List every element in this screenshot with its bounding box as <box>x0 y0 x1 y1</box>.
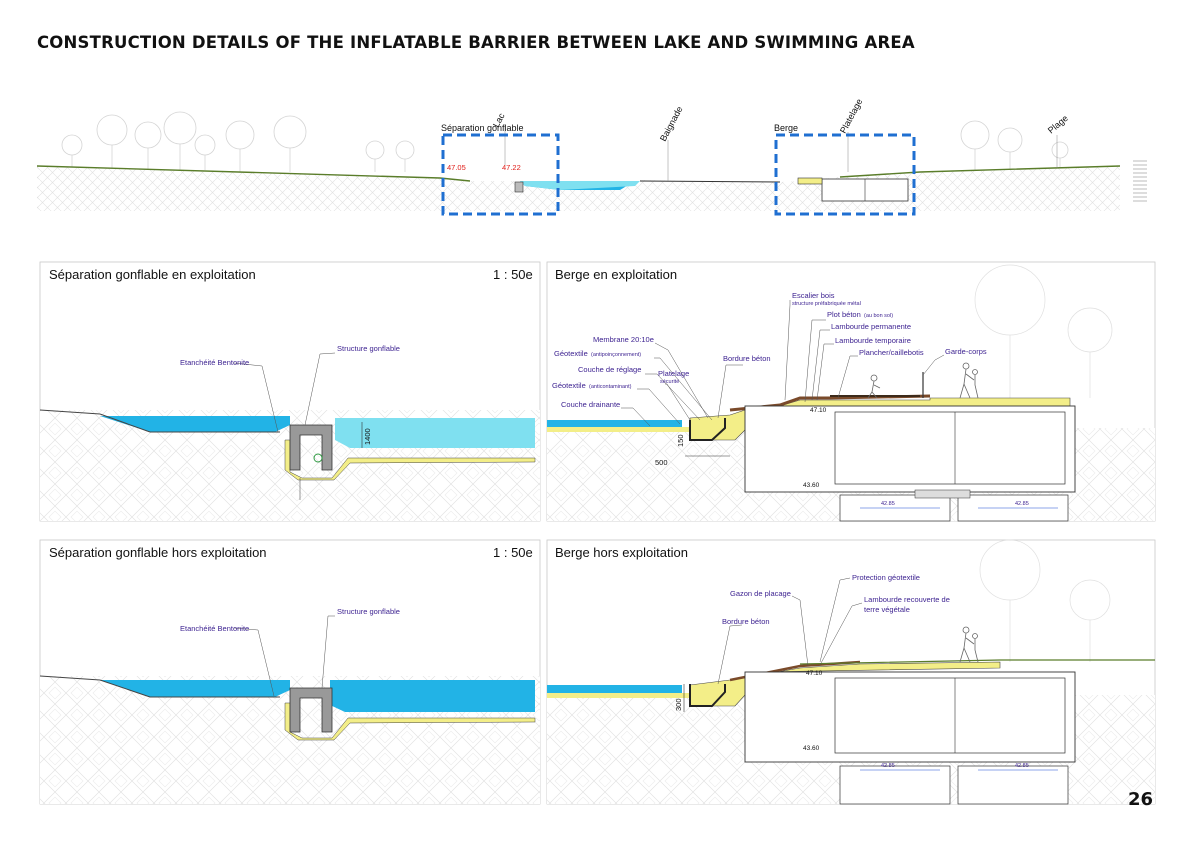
separation-label: Séparation gonflable <box>441 123 524 133</box>
dim-300: 300 <box>674 698 683 711</box>
label-lambourde-permanente: Lambourde permanente <box>831 322 911 331</box>
label-platelage-sub: sécurité <box>660 379 679 385</box>
panel-separation-exploitation: 1400 Séparation gonflable en exploitatio… <box>39 261 541 522</box>
panel-separation-hors-exploitation: Séparation gonflable hors exploitation 1… <box>39 539 541 805</box>
level-42-85-b: 42.85 <box>1015 763 1029 769</box>
dim-150: 150 <box>676 434 685 447</box>
label-platelage: Platelage <box>658 369 689 378</box>
label-bordure: Bordure béton <box>723 354 771 363</box>
label-bentonite: Etanchéité Bentonite <box>180 358 249 367</box>
person-icon <box>959 626 979 663</box>
label-geotextile-cont-sub: (anticontaminant) <box>589 384 632 390</box>
level-47-05: 47.05 <box>447 163 466 172</box>
label-geotextile-anti-sub: (antipoinçonnement) <box>591 352 641 358</box>
panel-berge-hors-exploitation: 300 47.10 43.60 42.85 42.85 Berge hors e… <box>546 539 1156 805</box>
level-42-85-b: 42.85 <box>1015 501 1029 507</box>
berge-label: Berge <box>774 123 798 133</box>
page-number: 26 <box>1128 789 1154 810</box>
label-lambourde-temporaire: Lambourde temporaire <box>835 336 911 345</box>
label-plot: Plot béton <box>827 310 861 319</box>
label-gardecorps: Garde-corps <box>945 347 987 356</box>
level-47-10: 47.10 <box>806 670 823 677</box>
platelage-label: Platelage <box>838 97 864 135</box>
label-structure-gonflable: Structure gonflable <box>337 607 400 616</box>
label-plot-sub: (au bon sol) <box>864 313 893 319</box>
detail-frame-berge[interactable] <box>774 133 916 216</box>
label-lambourde-2: terre végétale <box>864 605 910 614</box>
label-escalier-sub: structure préfabriquée métal <box>792 301 861 307</box>
panel-title: Berge hors exploitation <box>555 545 688 560</box>
tree-icon <box>61 111 1069 172</box>
baignade-label: Baignade <box>658 105 685 143</box>
detail-frame-separation[interactable] <box>441 133 560 216</box>
dim-1400: 1400 <box>363 428 372 445</box>
label-structure-gonflable: Structure gonflable <box>337 344 400 353</box>
level-47-10: 47.10 <box>810 407 827 414</box>
level-42-85-a: 42.85 <box>881 763 895 769</box>
label-geotextile-cont: Géotextile <box>552 381 586 390</box>
label-lambourde: Lambourde recouverte de <box>864 595 950 604</box>
panel-title: Séparation gonflable en exploitation <box>49 267 256 282</box>
label-escalier: Escalier bois <box>792 291 835 300</box>
label-bentonite: Etanchéité Bentonite <box>180 624 249 633</box>
panel-title: Séparation gonflable hors exploitation <box>49 545 267 560</box>
panel-scale: 1 : 50e <box>493 545 533 560</box>
dim-500: 500 <box>655 458 668 467</box>
label-couche-reglage: Couche de réglage <box>578 365 641 374</box>
label-protection-geotextile: Protection géotextile <box>852 573 920 582</box>
label-plancher: Plancher/caillebotis <box>859 348 924 357</box>
panel-scale: 1 : 50e <box>493 267 533 282</box>
level-43-60: 43.60 <box>803 482 820 489</box>
label-geotextile-anti: Géotextile <box>554 349 588 358</box>
overview-section: Lac Baignade Platelage Plage Séparation … <box>36 97 1147 216</box>
label-membrane: Membrane 20:10e <box>593 335 654 344</box>
plage-label: Plage <box>1046 113 1070 135</box>
level-47-22: 47.22 <box>502 163 521 172</box>
level-42-85-a: 42.85 <box>881 501 895 507</box>
person-icon <box>867 362 979 399</box>
label-gazon: Gazon de placage <box>730 589 791 598</box>
panel-berge-exploitation: 500 150 47.10 43.60 42.85 42.85 Berge en… <box>546 261 1156 522</box>
label-bordure: Bordure béton <box>722 617 770 626</box>
panel-title: Berge en exploitation <box>555 267 677 282</box>
label-couche-drainante: Couche drainante <box>561 400 620 409</box>
page-title: CONSTRUCTION DETAILS OF THE INFLATABLE B… <box>37 33 915 52</box>
level-43-60: 43.60 <box>803 745 820 752</box>
scale-bar-icon <box>1133 160 1147 202</box>
